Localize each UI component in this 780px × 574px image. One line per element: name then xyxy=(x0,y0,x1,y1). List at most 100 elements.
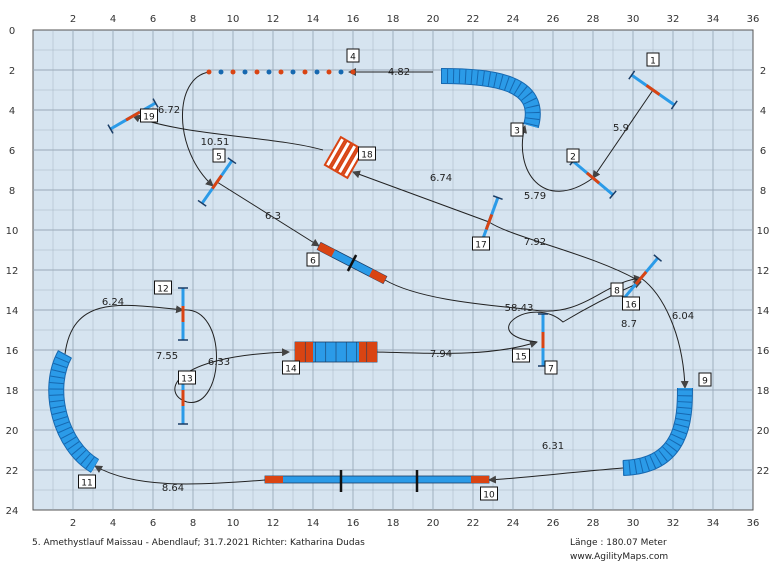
jump-7 xyxy=(538,313,548,367)
distance-label: 8.7 xyxy=(621,319,637,330)
jump-wing xyxy=(628,70,636,80)
number-text: 19 xyxy=(143,113,155,123)
y-tick-label-right: 14 xyxy=(757,306,770,317)
number-box xyxy=(544,360,558,375)
jump-wing xyxy=(197,199,207,207)
jump-wing xyxy=(653,254,663,262)
y-tick-label-right: 22 xyxy=(757,466,770,477)
aframe-14 xyxy=(294,341,378,363)
x-tick-label-bottom: 32 xyxy=(667,518,680,529)
obstacle-number-11: 11 xyxy=(78,474,96,489)
number-text: 9 xyxy=(702,377,708,387)
tunnel-3-ribs xyxy=(440,69,540,128)
course-path-segment xyxy=(376,340,538,354)
x-tick-label-top: 14 xyxy=(307,14,320,25)
x-tick-label-bottom: 4 xyxy=(110,518,116,529)
jump-wing xyxy=(152,98,159,108)
course-path-segment xyxy=(64,304,184,355)
seesaw-6 xyxy=(316,241,388,285)
course-path-segment xyxy=(519,125,594,192)
wall-segment xyxy=(206,69,212,75)
x-tick-label-top: 4 xyxy=(110,14,116,25)
course-path-segment xyxy=(216,181,320,247)
jump-5 xyxy=(197,157,237,207)
jump-12 xyxy=(178,287,188,341)
aframe-contact xyxy=(295,342,313,362)
distance-label: 5.9 xyxy=(613,123,629,134)
obstacle-number-4: 4 xyxy=(346,48,360,63)
obstacle-number-16: 16 xyxy=(622,296,640,311)
x-tick-label-top: 8 xyxy=(190,14,196,25)
number-text: 6 xyxy=(310,257,316,267)
aframe-contact xyxy=(359,342,377,362)
x-tick-label-bottom: 28 xyxy=(587,518,600,529)
jump-center xyxy=(211,174,223,190)
y-tick-label-left: 0 xyxy=(9,26,15,37)
obstacle-number-10: 10 xyxy=(480,486,498,501)
x-tick-label-top: 18 xyxy=(387,14,400,25)
jump-1 xyxy=(628,70,678,110)
number-box xyxy=(358,146,376,161)
course-path-segment xyxy=(384,274,642,312)
number-text: 1 xyxy=(650,57,656,67)
distance-label: 58.43 xyxy=(505,303,534,314)
x-tick-label-bottom: 2 xyxy=(70,518,76,529)
y-tick-label-right: 10 xyxy=(757,226,770,237)
x-tick-label-top: 16 xyxy=(347,14,360,25)
wall-segment xyxy=(314,69,320,75)
y-tick-label-left: 24 xyxy=(6,506,19,517)
x-tick-label-bottom: 8 xyxy=(190,518,196,529)
number-text: 8 xyxy=(614,287,620,297)
obstacle-number-18: 18 xyxy=(358,146,376,161)
y-tick-label-left: 4 xyxy=(9,106,15,117)
distance-label: 10.51 xyxy=(201,137,230,148)
jump-center xyxy=(585,171,601,185)
jump-center xyxy=(634,270,648,286)
course-length-text: Länge : 180.07 Meter xyxy=(570,538,667,548)
tunnel-9 xyxy=(622,387,692,475)
number-text: 11 xyxy=(81,479,92,489)
x-tick-label-bottom: 34 xyxy=(707,518,720,529)
number-box xyxy=(512,348,530,363)
x-tick-label-top: 22 xyxy=(467,14,480,25)
obstacle-number-13: 13 xyxy=(178,370,196,385)
number-box xyxy=(154,280,172,295)
course-path-segment xyxy=(174,309,290,403)
course-path-segment xyxy=(640,277,689,389)
obstacle-number-19: 19 xyxy=(140,108,158,123)
tire-segment xyxy=(323,135,347,169)
x-tick-label-bottom: 26 xyxy=(547,518,560,529)
number-box xyxy=(282,360,300,375)
obstacle-number-17: 17 xyxy=(472,236,490,251)
obstacle-number-15: 15 xyxy=(512,348,530,363)
number-box xyxy=(78,474,96,489)
number-text: 16 xyxy=(625,301,637,311)
x-tick-label-top: 26 xyxy=(547,14,560,25)
tire-segment xyxy=(335,142,359,176)
number-text: 3 xyxy=(514,127,520,137)
wall-segment xyxy=(230,69,236,75)
number-box xyxy=(510,122,524,137)
number-box xyxy=(566,148,580,163)
number-text: 7 xyxy=(548,365,554,375)
distance-label: 7.55 xyxy=(156,351,178,362)
distance-label: 6.33 xyxy=(208,357,230,368)
obstacle-number-9: 9 xyxy=(698,372,712,387)
x-tick-label-top: 36 xyxy=(747,14,760,25)
distance-label: 7.94 xyxy=(430,349,452,360)
wall-segment xyxy=(326,69,332,75)
y-tick-label-left: 12 xyxy=(6,266,19,277)
y-tick-label-left: 10 xyxy=(6,226,19,237)
number-box xyxy=(480,486,498,501)
obstacle-number-12: 12 xyxy=(154,280,172,295)
distance-label: 5.79 xyxy=(524,191,546,202)
number-text: 12 xyxy=(157,285,168,295)
y-tick-label-right: 2 xyxy=(760,66,766,77)
x-tick-label-bottom: 16 xyxy=(347,518,360,529)
jump-center xyxy=(484,213,494,231)
tunnel-11 xyxy=(49,350,99,473)
obstacle-number-14: 14 xyxy=(282,360,300,375)
x-tick-label-bottom: 10 xyxy=(227,518,240,529)
number-text: 18 xyxy=(361,151,373,161)
